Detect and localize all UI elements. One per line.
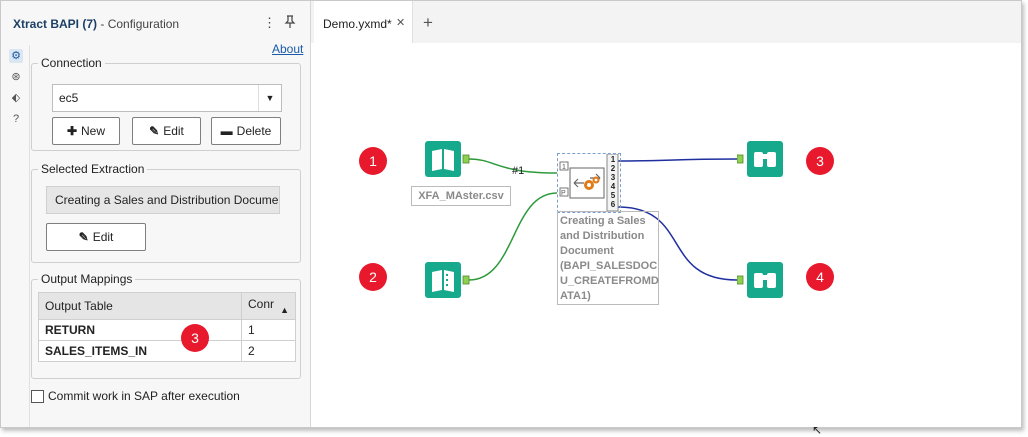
input-data-tool[interactable] <box>425 141 471 182</box>
workflow-canvas[interactable]: XFA_MAster.csv #1 1 P <box>311 43 1021 427</box>
input-tool-label: XFA_MAster.csv <box>411 186 511 206</box>
add-tab-icon[interactable]: + <box>423 13 433 32</box>
output-mappings-group: Output Mappings Output Table Conr ▲ RETU… <box>31 272 301 379</box>
step-badge: 1 <box>359 147 387 175</box>
connection-line <box>617 158 738 162</box>
bapi-label-line: ATA1) <box>560 290 591 302</box>
browse-tool[interactable] <box>736 141 785 182</box>
book-icon <box>425 141 470 177</box>
tab-demo[interactable]: Demo.yxmd* ✕ <box>314 1 413 43</box>
browse-tool[interactable] <box>736 262 785 303</box>
delete-button-label: Delete <box>236 124 272 138</box>
connection-value: ec5 <box>59 91 79 105</box>
step-badge: 3 <box>806 147 834 175</box>
kebab-menu-icon[interactable]: ⋮ <box>263 15 276 30</box>
bapi-label-line: and Distribution <box>560 230 645 242</box>
connection-cell[interactable]: 2 <box>241 340 296 362</box>
document-tab-bar: Demo.yxmd* ✕ + <box>311 1 1021 44</box>
binoculars-icon <box>736 141 783 177</box>
app-window: Xtract BAPI (7) - Configuration ⋮ ⚙ ⊛ ⬖ … <box>0 0 1022 428</box>
bapi-label-line: (BAPI_SALESDOC <box>560 260 658 272</box>
svg-text:P: P <box>561 190 566 197</box>
configuration-panel: Xtract BAPI (7) - Configuration ⋮ ⚙ ⊛ ⬖ … <box>1 1 311 427</box>
pencil-icon: ✎ <box>78 230 89 244</box>
xtract-bapi-tool[interactable]: 1 P 1 2 3 4 5 6 <box>557 153 621 213</box>
tab-label: Demo.yxmd* <box>323 17 392 31</box>
new-button-label: New <box>81 124 106 138</box>
column-header-output-table[interactable]: Output Table <box>38 292 242 320</box>
tag-icon[interactable]: ⬖ <box>11 92 21 104</box>
chevron-down-icon: ▼ <box>258 85 281 111</box>
mouse-cursor-icon: ↖ <box>812 423 823 437</box>
step-badge: 4 <box>806 263 834 291</box>
connections-layer <box>468 158 738 281</box>
anchor-label[interactable]: 1 <box>610 155 616 164</box>
connection-label: #1 <box>512 165 525 177</box>
pencil-icon: ✎ <box>149 124 160 138</box>
binoculars-icon <box>736 262 783 298</box>
bapi-label-line: Document <box>560 245 614 257</box>
step-badge: 3 <box>181 324 209 352</box>
connection-group: Connection ec5 ▼ ✚New ✎Edit ▬Delete <box>31 56 301 151</box>
panel-header: Xtract BAPI (7) - Configuration ⋮ <box>1 1 310 41</box>
column-header-connection-label: Conr <box>248 297 275 311</box>
commit-checkbox[interactable] <box>31 390 44 403</box>
connection-select[interactable]: ec5 ▼ <box>52 84 282 112</box>
step-badge: 2 <box>359 263 387 291</box>
svg-text:1: 1 <box>562 164 566 171</box>
edit-extraction-button[interactable]: ✎Edit <box>46 223 146 251</box>
connection-line <box>468 158 558 174</box>
output-mappings-legend: Output Mappings <box>38 272 136 286</box>
table-header-row: Output Table Conr ▲ <box>38 292 296 320</box>
extraction-value: Creating a Sales and Distribution Docume… <box>55 193 279 207</box>
connection-icon[interactable]: ⊛ <box>11 71 21 83</box>
edit-button-label: Edit <box>163 124 184 138</box>
anchor-label[interactable]: 6 <box>610 200 616 209</box>
anchor-column: 1 2 3 4 5 6 <box>608 155 618 209</box>
close-icon[interactable]: ✕ <box>396 17 406 29</box>
bapi-gear-icon: 1 P <box>559 153 619 212</box>
connection-line <box>468 192 558 281</box>
extraction-legend: Selected Extraction <box>38 162 148 176</box>
edit-extraction-label: Edit <box>92 230 114 244</box>
gear-icon[interactable]: ⚙ <box>9 49 23 63</box>
pin-icon[interactable] <box>284 15 296 32</box>
side-icon-bar: ⚙ ⊛ ⬖ ? <box>5 45 30 427</box>
plus-icon: ✚ <box>66 124 78 138</box>
panel-subtitle: - Configuration <box>100 17 180 31</box>
output-mappings-table: Output Table Conr ▲ RETURN 1 SALES_ITEMS… <box>38 292 296 362</box>
output-table-cell: RETURN <box>38 319 242 341</box>
extraction-group: Selected Extraction Creating a Sales and… <box>31 162 301 263</box>
sort-asc-icon: ▲ <box>280 305 289 315</box>
minus-icon: ▬ <box>220 124 233 138</box>
anchor-label[interactable]: 5 <box>610 191 616 200</box>
help-icon[interactable]: ? <box>12 113 20 125</box>
connection-line <box>617 206 738 281</box>
table-row[interactable]: SALES_ITEMS_IN 2 <box>38 340 296 362</box>
text-input-tool[interactable] <box>425 262 471 303</box>
connection-legend: Connection <box>38 56 105 70</box>
bapi-label-line: U_CREATEFROMD <box>560 275 659 287</box>
extraction-field: Creating a Sales and Distribution Docume… <box>46 186 280 214</box>
output-table-cell: SALES_ITEMS_IN <box>38 340 242 362</box>
book-icon <box>425 262 470 298</box>
connection-cell[interactable]: 1 <box>241 319 296 341</box>
anchor-label[interactable]: 4 <box>610 182 616 191</box>
bapi-label-line: Creating a Sales <box>560 215 646 227</box>
bapi-tool-label: Creating a Sales and Distribution Docume… <box>557 211 659 305</box>
anchor-label[interactable]: 2 <box>610 164 616 173</box>
new-connection-button[interactable]: ✚New <box>52 117 120 145</box>
commit-label: Commit work in SAP after execution <box>48 389 240 403</box>
edit-connection-button[interactable]: ✎Edit <box>132 117 201 145</box>
anchor-label[interactable]: 3 <box>610 173 616 182</box>
column-header-connection[interactable]: Conr ▲ <box>241 292 296 320</box>
table-row[interactable]: RETURN 1 <box>38 319 296 341</box>
about-link[interactable]: About <box>272 42 304 56</box>
panel-title: Xtract BAPI (7) - Configuration <box>13 17 179 31</box>
tool-name: Xtract BAPI (7) <box>13 17 98 31</box>
delete-connection-button[interactable]: ▬Delete <box>211 117 281 145</box>
